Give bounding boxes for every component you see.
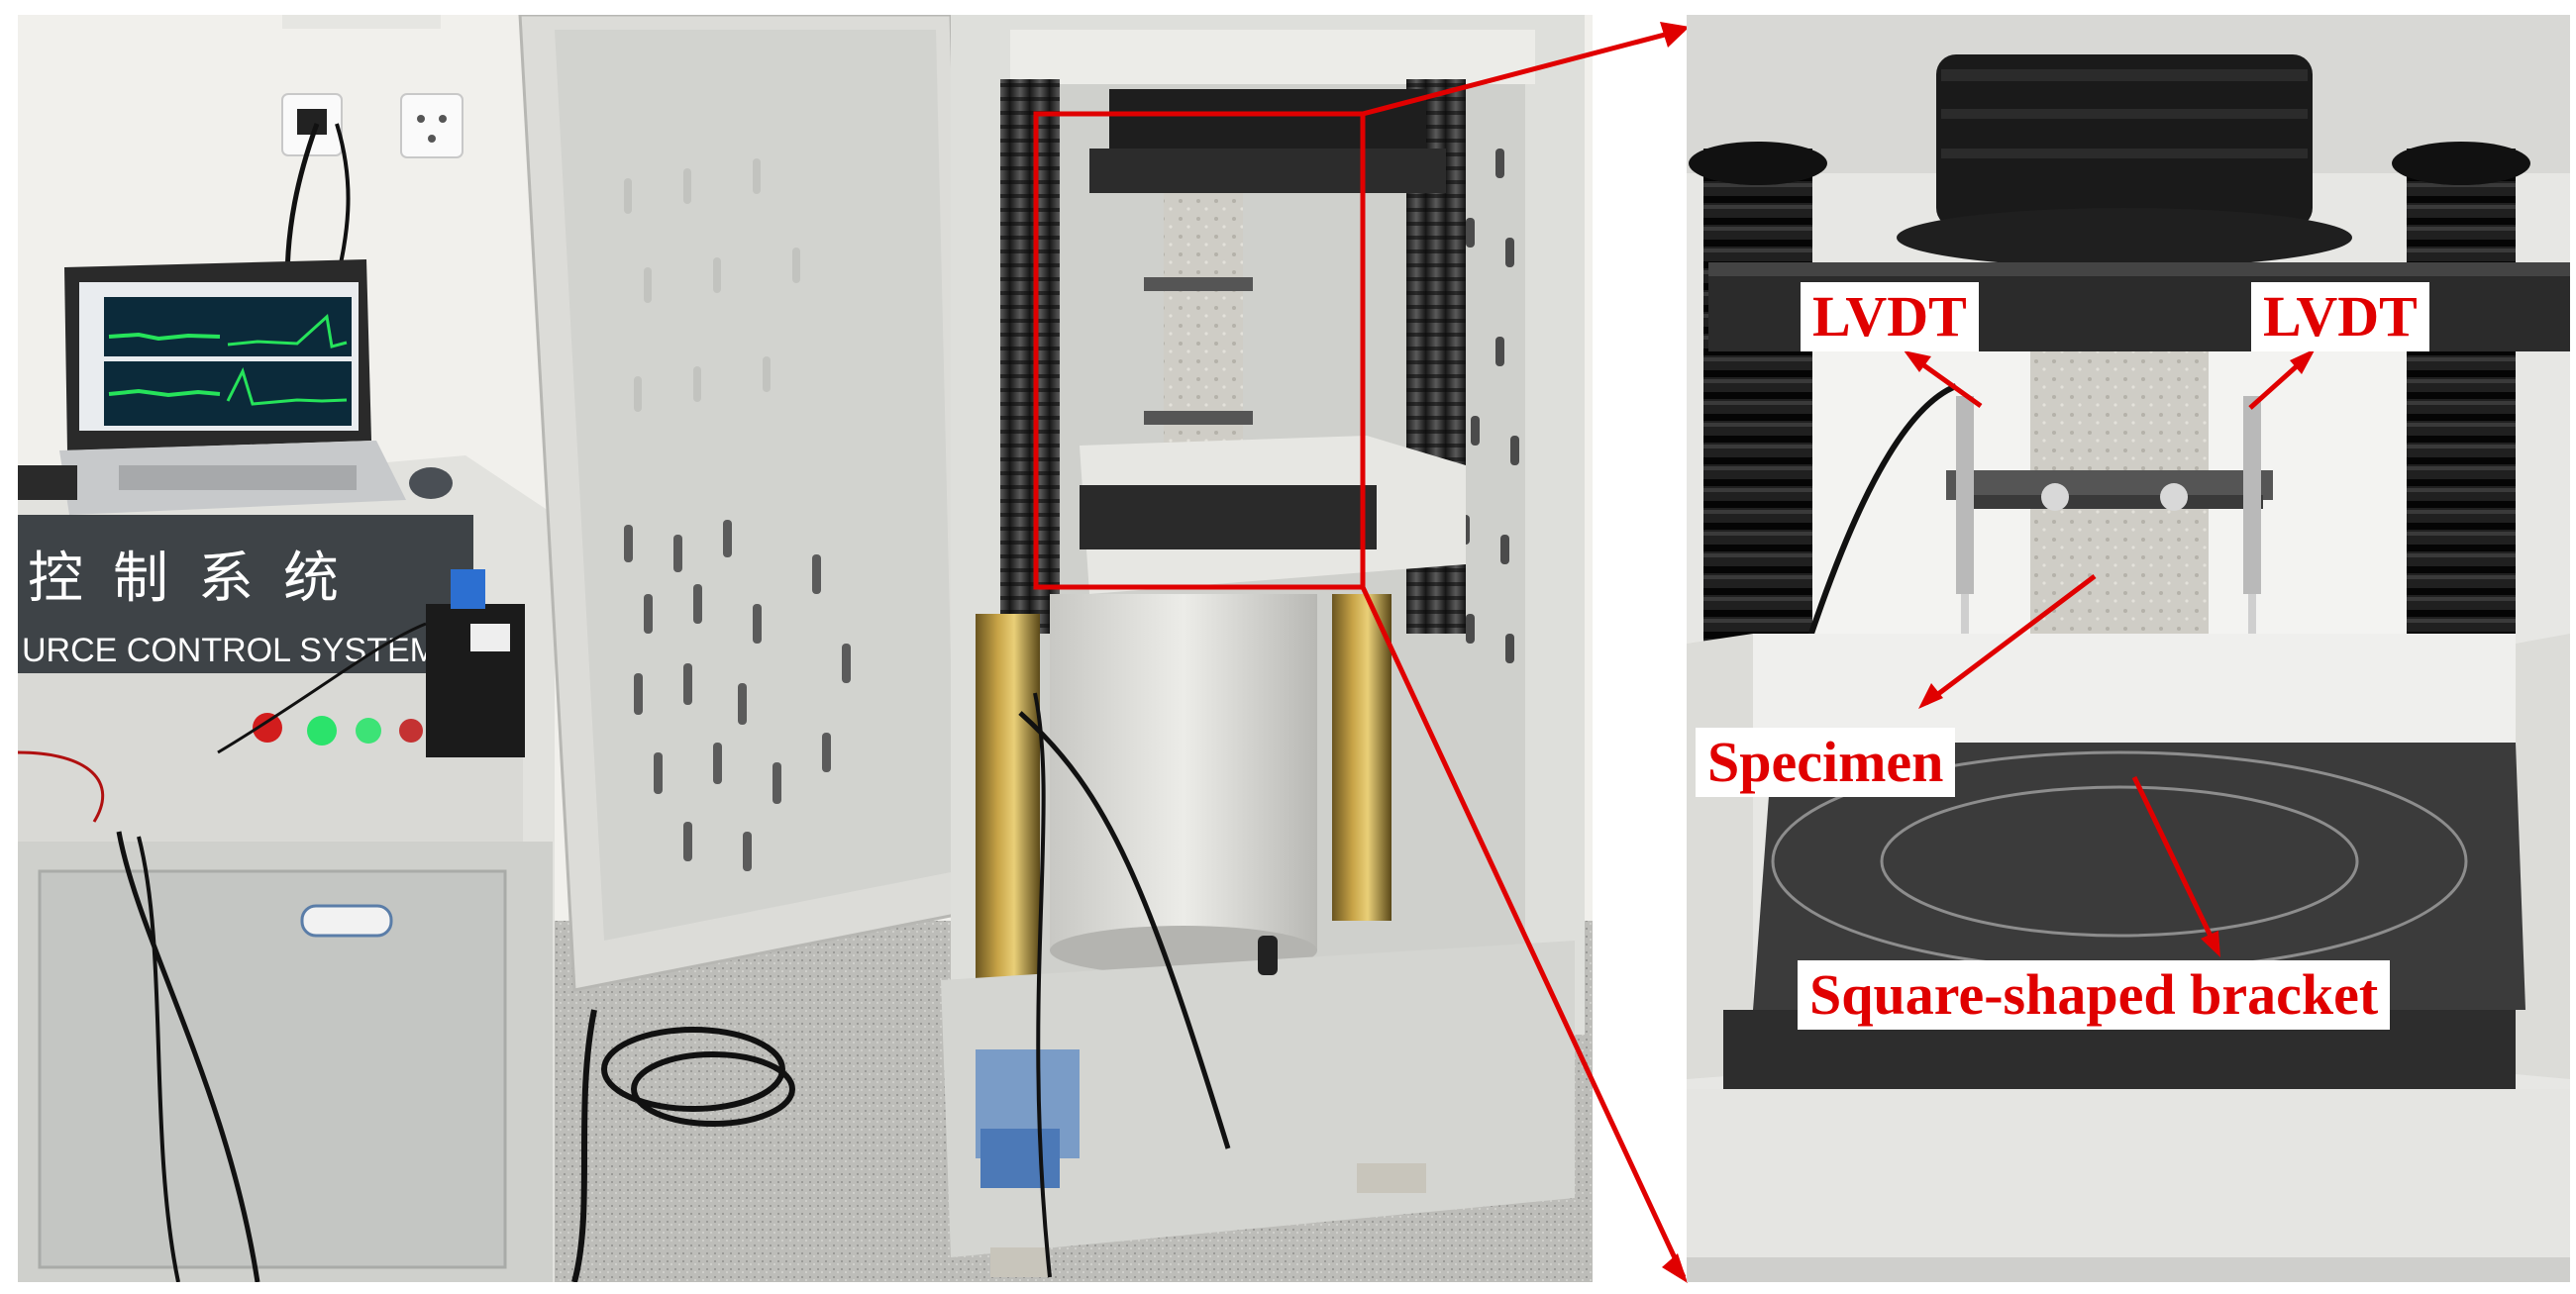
green-indicator: [307, 716, 337, 746]
threaded-column: [1703, 149, 1812, 703]
specimen: [1164, 193, 1243, 480]
right-photo: [1687, 15, 2570, 1282]
lvdt-label-left: LVDT: [1801, 282, 1979, 351]
brass-column: [1332, 594, 1391, 921]
cabinet-door: [518, 15, 978, 992]
red-indicator: [399, 719, 423, 743]
bracket-label: Square-shaped bracket: [1798, 960, 2391, 1030]
control-system-sign-en: URCE CONTROL SYSTEM: [22, 632, 438, 669]
emergency-stop-button: [253, 713, 282, 743]
wall-socket: [281, 15, 464, 158]
zoom-arrowhead: [1662, 1253, 1688, 1283]
zoom-arrowhead: [1660, 22, 1690, 48]
left-photo: 控制系统 URCE CONTROL SYSTEM: [18, 15, 1593, 1282]
lvdt-sensor: [1956, 396, 1974, 594]
threaded-column: [1000, 79, 1060, 634]
laptop: [18, 259, 453, 515]
annotation-arrows: [1904, 348, 2316, 957]
zoom-indicator: [1033, 27, 1687, 1279]
green-indicator: [356, 718, 381, 744]
lvdt-label-right: LVDT: [2251, 282, 2429, 351]
lvdt-sensor: [2243, 396, 2261, 594]
specimen-label: Specimen: [1696, 728, 1956, 797]
brass-column: [976, 614, 1040, 990]
control-desk: 控制系统 URCE CONTROL SYSTEM: [18, 455, 555, 1282]
actuator-cylinder: [1050, 594, 1317, 950]
control-system-sign-cn: 控制系统: [28, 547, 368, 611]
testing-machine: [571, 15, 1585, 1282]
